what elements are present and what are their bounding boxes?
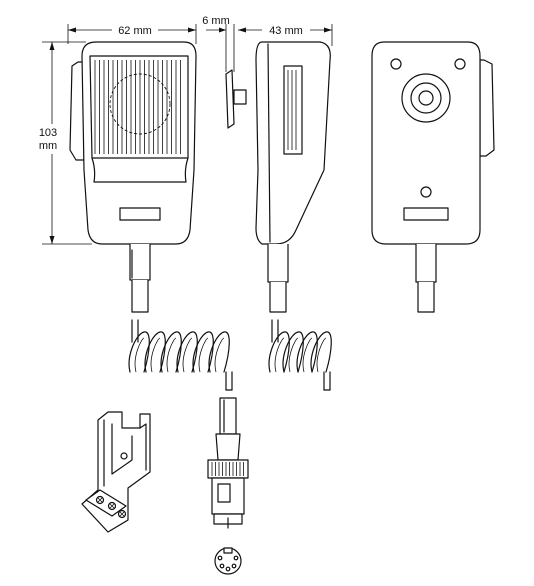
dim-height-arrow-bottom bbox=[49, 236, 55, 244]
mounting-bracket bbox=[81, 411, 151, 533]
connector-grip-ridges bbox=[211, 462, 244, 476]
coil-loop-inner bbox=[150, 337, 161, 373]
coil-loop bbox=[296, 331, 318, 373]
connector-grip bbox=[207, 459, 249, 479]
dim-height-unit: mm bbox=[39, 140, 57, 152]
dim-thickness-arrow bbox=[219, 27, 226, 33]
coiled-cable-left bbox=[128, 319, 233, 391]
dim-width-arrow-left bbox=[68, 27, 76, 33]
back-label-plate bbox=[403, 207, 449, 221]
coil-loop bbox=[144, 331, 166, 373]
dimension-lines bbox=[30, 22, 333, 245]
front-ptt-button bbox=[119, 207, 161, 221]
back-mount-hole bbox=[418, 90, 434, 106]
coil-loop bbox=[208, 331, 230, 373]
front-lower-transition bbox=[91, 157, 189, 183]
back-screw-right bbox=[454, 58, 466, 70]
dim-width-label: 62 mm bbox=[118, 25, 152, 37]
dim-thickness-label: 6 mm bbox=[202, 15, 230, 27]
coil-loop-inner bbox=[134, 337, 145, 373]
dim-height-arrow-top bbox=[49, 42, 55, 50]
connector-key bbox=[223, 547, 233, 554]
coil-loop bbox=[310, 331, 332, 373]
front-view bbox=[69, 41, 197, 313]
coil-loop bbox=[160, 331, 182, 373]
coil-loop-inner bbox=[198, 337, 209, 373]
dim-width-arrow-right bbox=[188, 27, 196, 33]
bracket-base bbox=[85, 489, 127, 517]
connector-pin-4 bbox=[231, 563, 237, 569]
coil-loop bbox=[268, 331, 290, 373]
bracket-folds bbox=[103, 419, 133, 487]
coil-loop-inner bbox=[274, 337, 285, 373]
coil-loop-inner bbox=[166, 337, 177, 373]
back-cable bbox=[417, 282, 435, 313]
side-cable bbox=[269, 282, 287, 313]
bracket-flange bbox=[139, 423, 147, 471]
side-strain-relief bbox=[267, 244, 289, 283]
side-clip-plate bbox=[225, 69, 235, 129]
back-body bbox=[371, 41, 481, 245]
coil-loop-inner bbox=[288, 337, 299, 373]
coil-loop bbox=[282, 331, 304, 373]
dim-height-value: 103 bbox=[39, 127, 57, 139]
connector-cable bbox=[219, 397, 237, 435]
connector-pin-5 bbox=[225, 566, 231, 572]
side-seam bbox=[267, 43, 271, 243]
coil-loop-inner bbox=[302, 337, 313, 373]
coil-loop-inner bbox=[214, 337, 225, 373]
dim-depth-arrow-right bbox=[324, 27, 332, 33]
bracket-outline bbox=[81, 411, 151, 533]
coil-loop bbox=[192, 331, 214, 373]
coil-loop-inner bbox=[316, 337, 327, 373]
back-view bbox=[371, 41, 495, 313]
front-cable bbox=[131, 280, 149, 313]
coiled-cable-right bbox=[268, 319, 332, 391]
bracket-screw-slots bbox=[97, 497, 125, 517]
coil-loop bbox=[176, 331, 198, 373]
dim-width-label-bg bbox=[112, 22, 158, 36]
front-grille-frame bbox=[89, 55, 189, 159]
back-strain-relief bbox=[415, 244, 437, 283]
connector-pin-2 bbox=[233, 555, 239, 561]
connector-boot bbox=[215, 433, 241, 461]
back-side-clip bbox=[479, 59, 495, 157]
din-connector bbox=[207, 397, 249, 575]
connector-pin-1 bbox=[217, 555, 223, 561]
coil-loop bbox=[128, 331, 150, 373]
dim-height-label-bg bbox=[30, 124, 68, 154]
connector-latch bbox=[217, 483, 231, 503]
bracket-hole bbox=[120, 452, 128, 460]
coil-right-loops bbox=[268, 331, 332, 373]
side-grille-slots bbox=[287, 70, 297, 150]
dim-depth-label-bg bbox=[262, 22, 310, 36]
back-screw-bottom bbox=[420, 186, 432, 198]
front-capsule-outline bbox=[109, 73, 171, 135]
connector-pin-3 bbox=[219, 563, 225, 569]
side-clip-stem bbox=[233, 89, 247, 105]
dim-depth-label: 43 mm bbox=[269, 25, 303, 37]
front-strain-relief bbox=[129, 244, 151, 281]
side-view bbox=[225, 41, 331, 313]
side-grille bbox=[283, 65, 303, 155]
dim-depth-arrow-left bbox=[238, 27, 246, 33]
back-screw-left bbox=[390, 58, 402, 70]
coil-left-loops bbox=[128, 331, 230, 373]
coil-loop-inner bbox=[182, 337, 193, 373]
